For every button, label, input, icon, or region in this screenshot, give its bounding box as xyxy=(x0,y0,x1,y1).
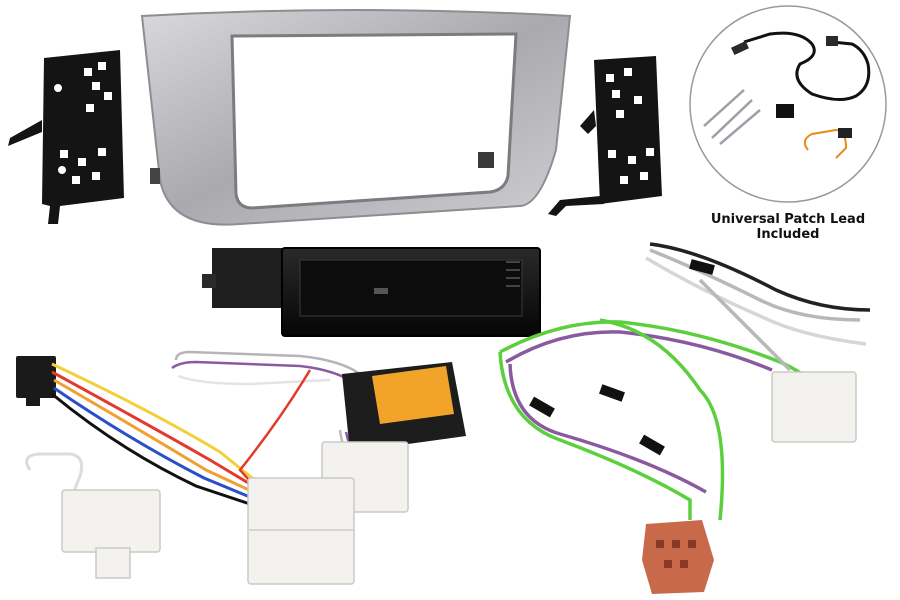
amplifier-bypass-loom-icon xyxy=(498,242,871,594)
white-connector-left-icon xyxy=(25,452,161,579)
white-connector-large-icon xyxy=(247,477,355,585)
mounting-bracket-left-icon xyxy=(8,50,124,224)
iso-harness-icon xyxy=(16,356,263,510)
patch-lead-caption: Universal Patch Lead Included xyxy=(710,212,866,242)
patch-lead-icon xyxy=(689,5,887,203)
double-din-fascia-icon xyxy=(140,9,572,226)
mounting-bracket-right-icon xyxy=(548,56,662,216)
steering-interface-module-icon xyxy=(171,350,466,491)
single-din-pocket-icon xyxy=(202,247,541,337)
